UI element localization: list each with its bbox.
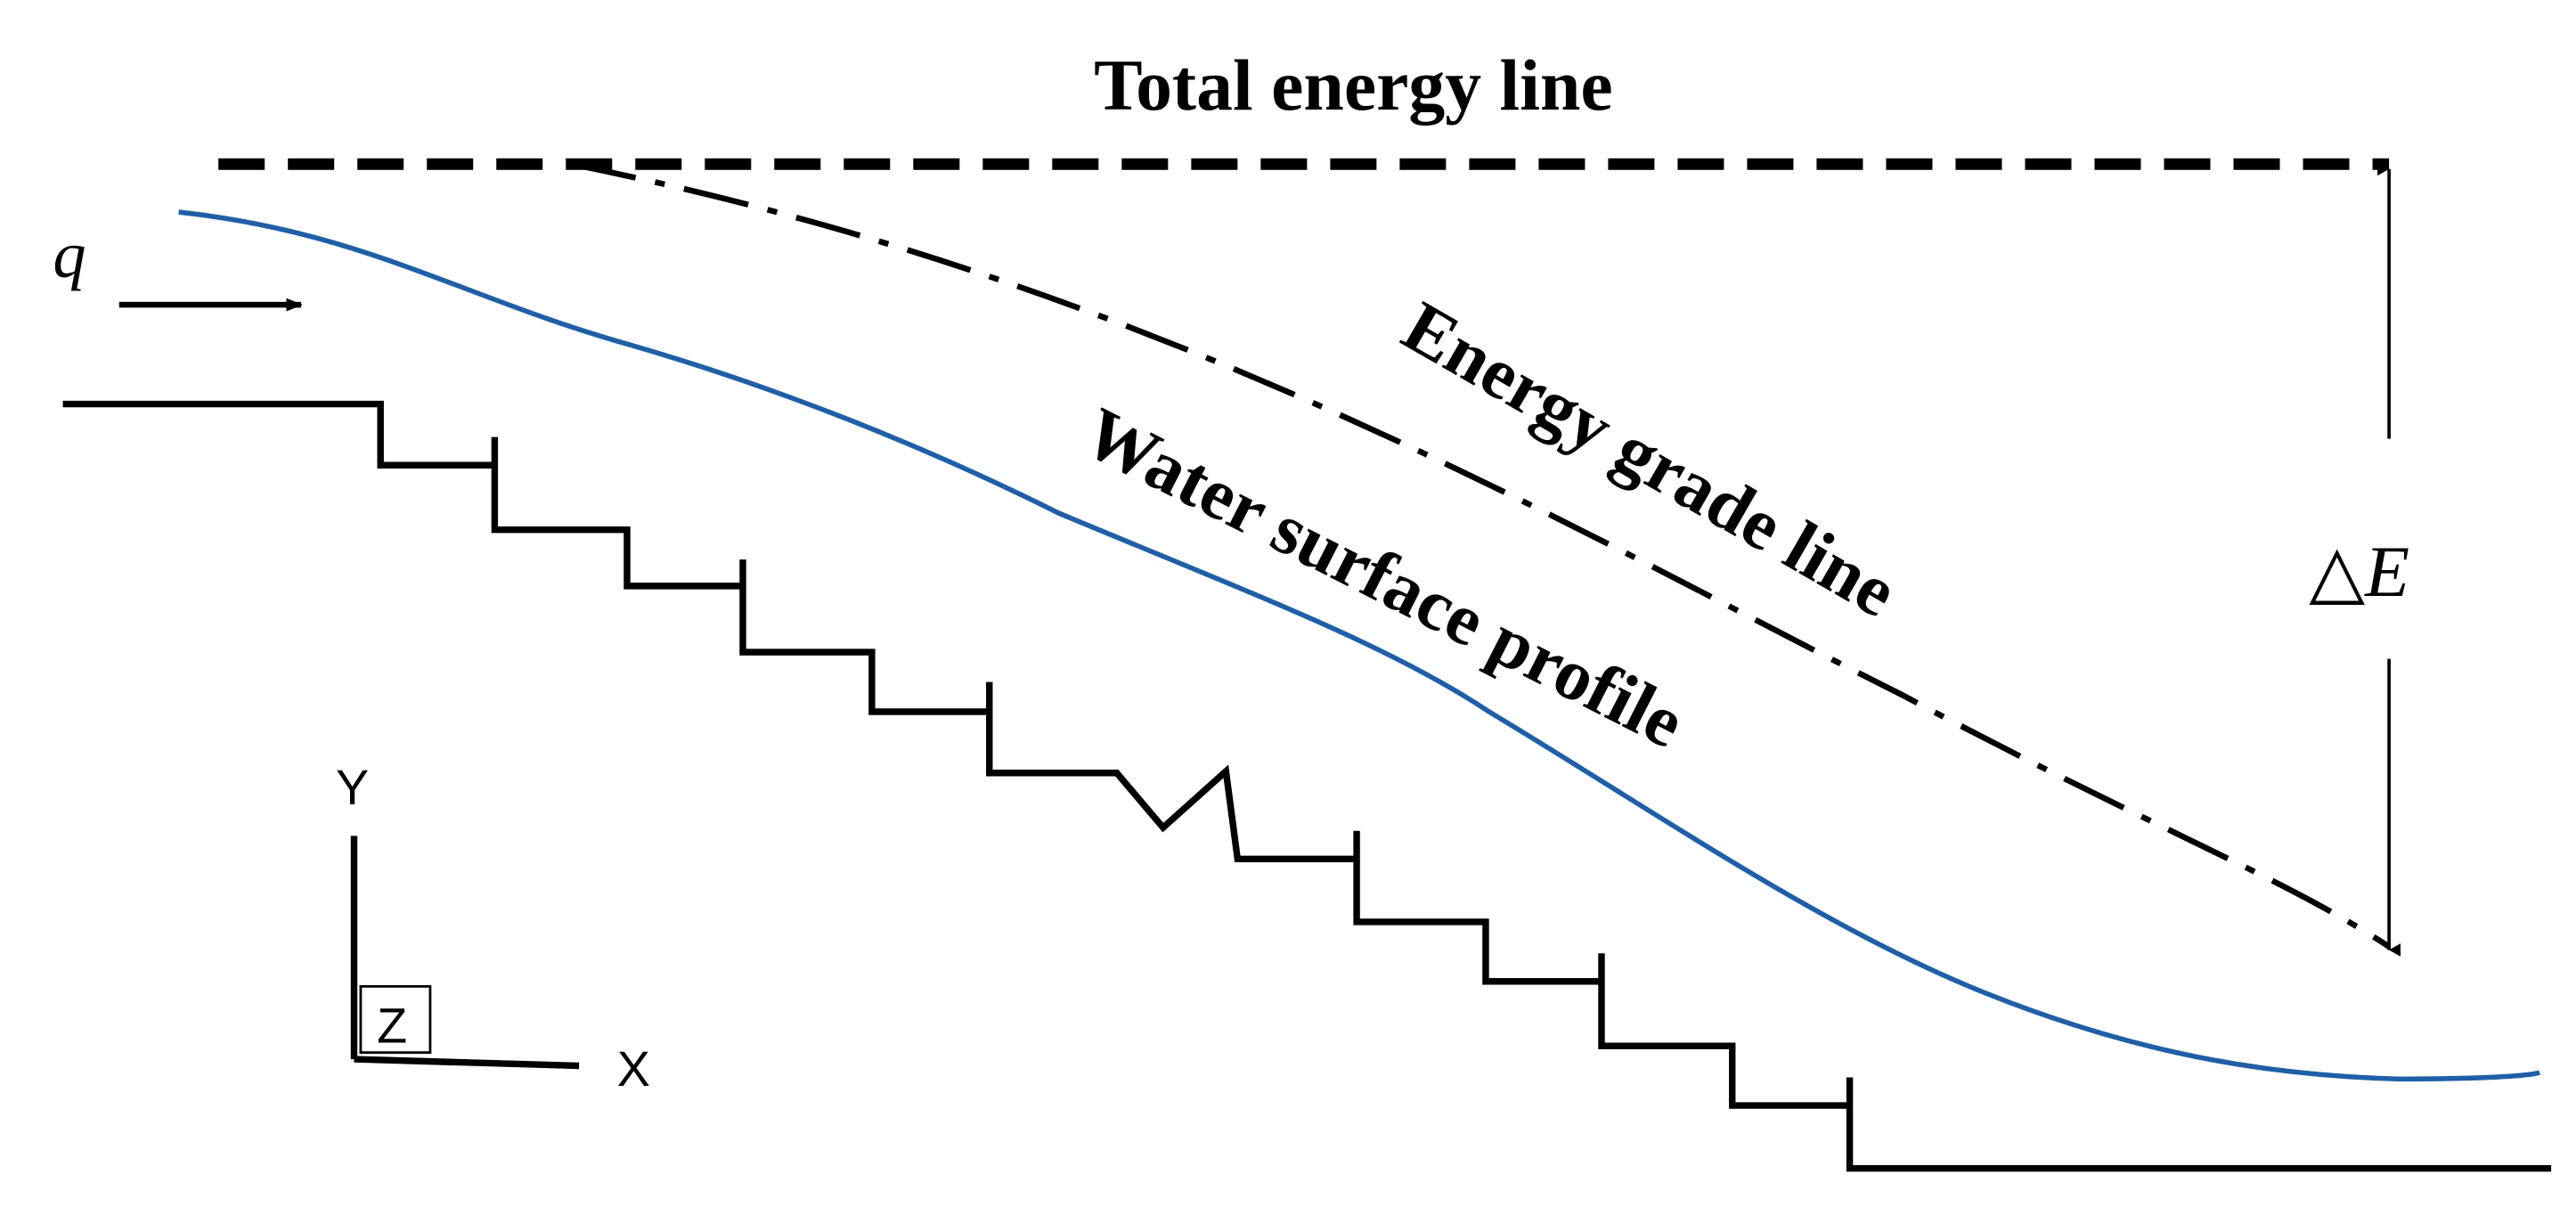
stepped-spillway-profile <box>62 400 2552 1172</box>
energy-grade-line <box>570 161 2391 950</box>
x-axis-line <box>354 1056 580 1070</box>
z-axis-label: Z <box>377 999 407 1054</box>
z-axis-box <box>359 984 432 1055</box>
x-axis-label: X <box>617 1041 650 1097</box>
coordinate-axes: Y X Z <box>336 760 650 1097</box>
y-axis-label: Y <box>336 760 369 815</box>
delta-e-label: △E <box>2309 531 2409 612</box>
water-surface-profile <box>178 209 2541 1082</box>
total-energy-line-label: Total energy line <box>1094 45 1613 126</box>
flow-rate-label: q <box>53 219 86 292</box>
